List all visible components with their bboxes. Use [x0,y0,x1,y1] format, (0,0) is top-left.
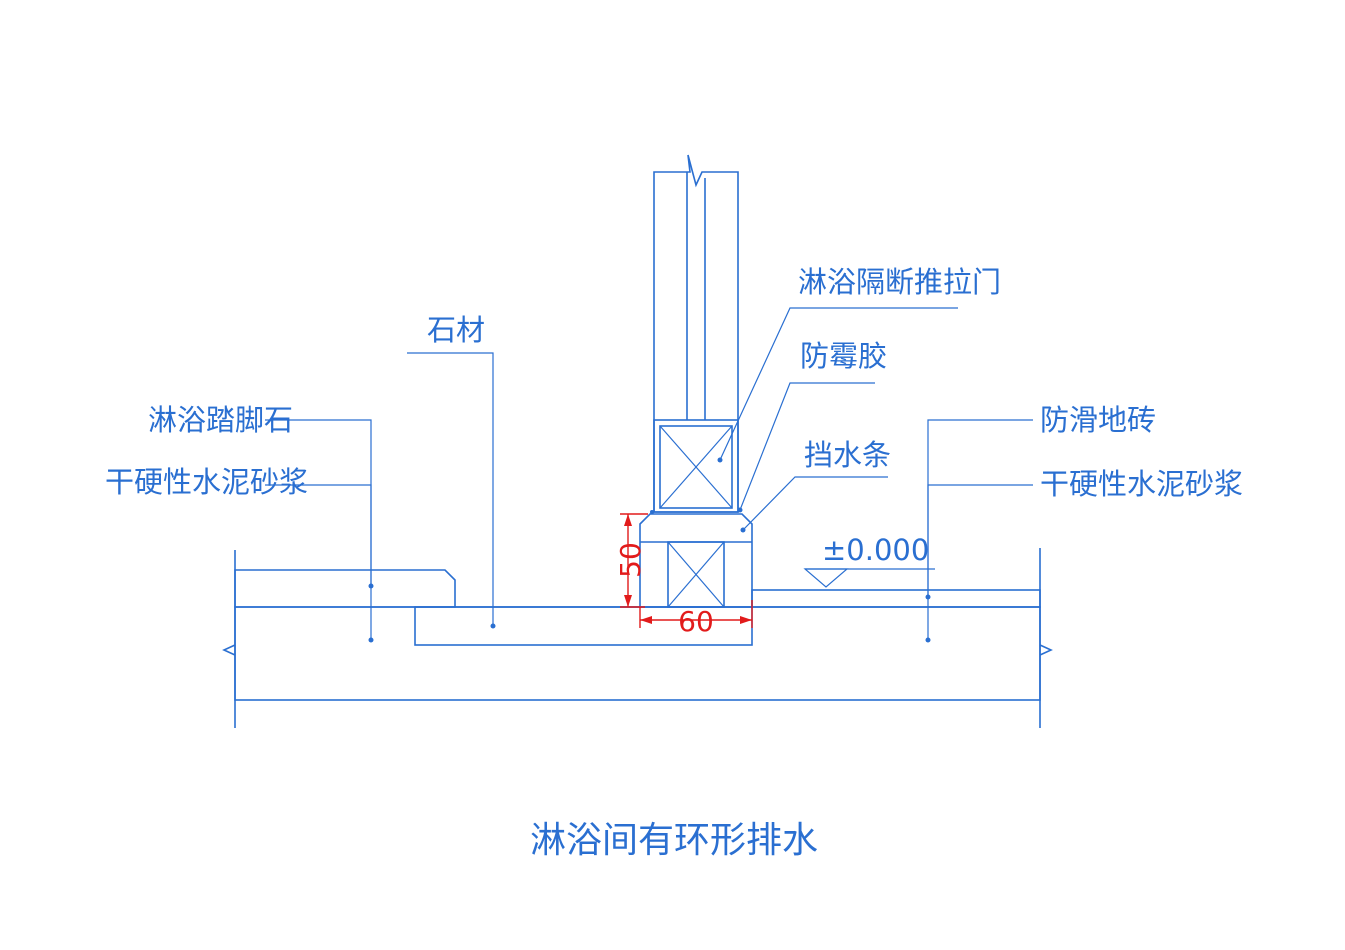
label-mildew-sealant: 防霉胶 [800,339,887,373]
elevation-label: ±0.000 [822,533,929,567]
drawing-title: 淋浴间有环形排水 [530,820,818,861]
label-stone: 石材 [427,313,485,347]
break-mark-left [222,644,236,656]
elevation-marker: ±0.000 [803,533,935,588]
sliding-door-frame [653,154,739,513]
dimension-width: 60 [639,600,753,638]
dimension-width-value: 60 [678,605,714,638]
break-mark-right [1039,644,1053,656]
label-mortar-right: 干硬性水泥砂浆 [1040,467,1243,501]
dimension-height-value: 50 [614,542,647,578]
label-water-bar: 挡水条 [804,438,891,472]
dimension-height: 50 [614,513,648,608]
anti-slip-tile [751,589,1041,608]
label-door: 淋浴隔断推拉门 [798,265,1001,299]
label-anti-slip-tile: 防滑地砖 [1040,403,1156,437]
label-step-stone: 淋浴踏脚石 [148,403,293,437]
leader-lines [265,307,1033,643]
shower-step-stone [234,569,456,608]
water-retaining-bar [639,513,753,608]
label-mortar-left: 干硬性水泥砂浆 [105,465,308,499]
